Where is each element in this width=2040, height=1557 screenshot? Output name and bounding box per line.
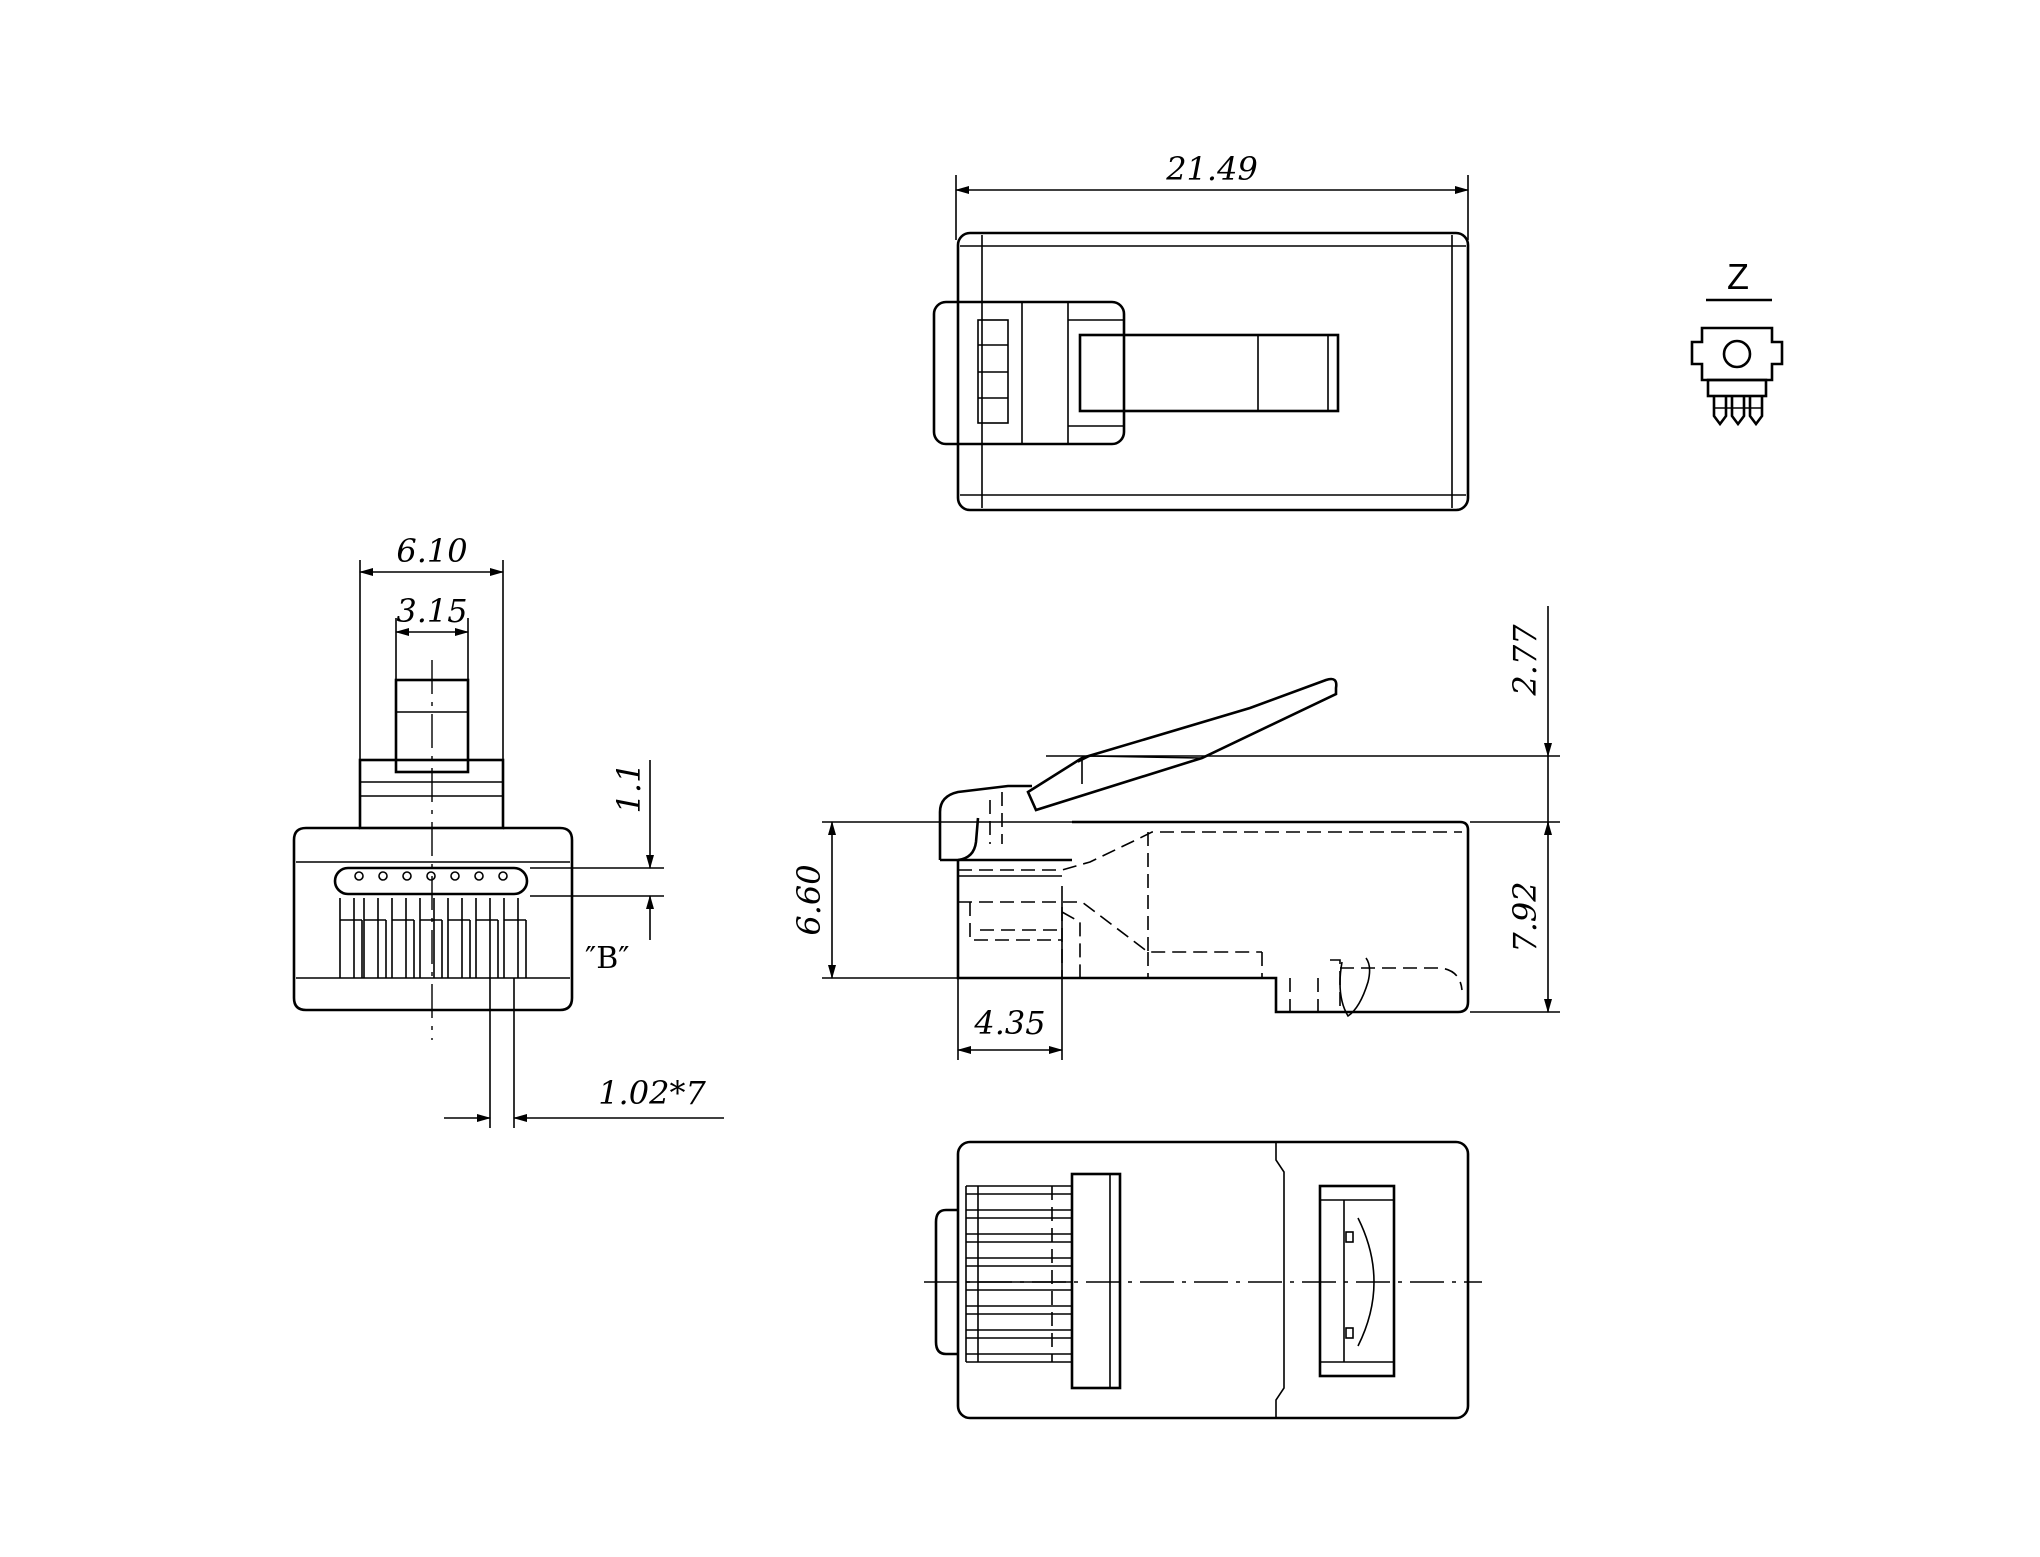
dim-latch-width: 3.15 [396, 592, 467, 630]
contact-strips [965, 1185, 1072, 1363]
contact-tips [354, 871, 508, 881]
detail-z: Z [1690, 256, 1784, 427]
contact-blades [339, 898, 527, 978]
detail-z-label: Z [1727, 256, 1749, 297]
front-view: 6.10 3.15 [292, 532, 724, 1128]
dim-total-height: 7.92 [1506, 881, 1544, 952]
bottom-view [924, 1140, 1482, 1420]
dim-latch-rise: 2.77 [1506, 624, 1544, 697]
dim-contact-offset: 1.1 [610, 763, 648, 814]
dim-nose-length: 4.35 [973, 1004, 1045, 1042]
dim-contact-pitch: 1.02*7 [598, 1074, 706, 1112]
top-view: 21.49 [932, 150, 1470, 512]
dim-top-length: 21.49 [1165, 150, 1258, 188]
dim-front-width: 6.10 [396, 532, 467, 570]
dim-side-height: 6.60 [790, 864, 828, 935]
detail-b-label: ″B″ [585, 941, 629, 976]
side-view: 2.77 7.92 6.60 4.35 [790, 606, 1560, 1060]
